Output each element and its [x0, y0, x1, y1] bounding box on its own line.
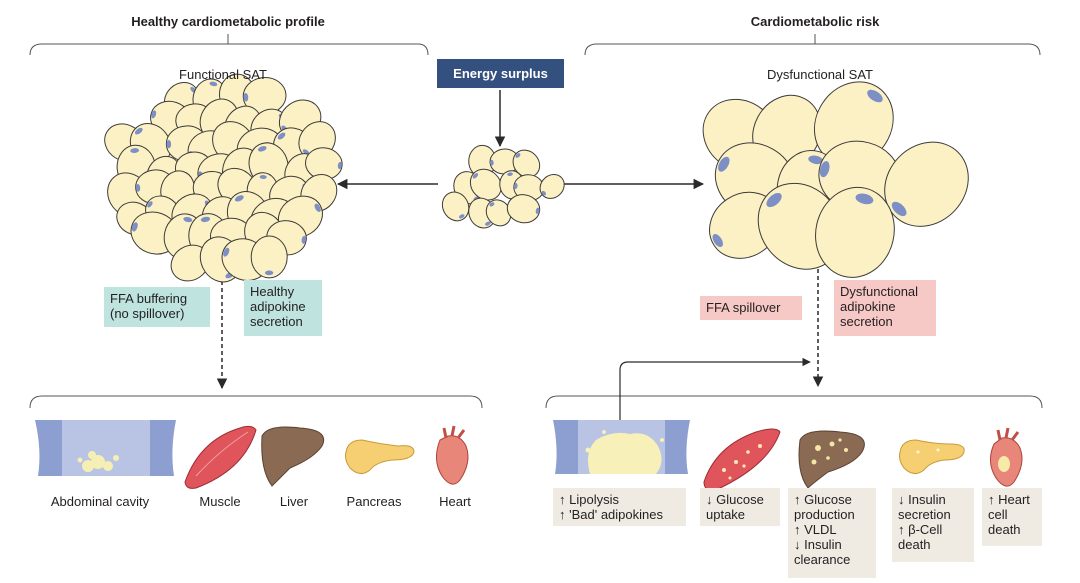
dysfunctional-secretion-line-1: Dysfunctional	[840, 284, 919, 299]
abdominal-effect-panel: ↑ Lipolysis ↑ 'Bad' adipokines	[553, 488, 686, 526]
adipocyte-cell	[884, 141, 969, 227]
healthy-secretion-callout: Healthy adipokine secretion	[244, 280, 322, 336]
adipocyte-cell	[815, 186, 895, 278]
liver-label: Liver	[279, 494, 309, 509]
pancreas-risk-icon	[899, 439, 965, 474]
dysfunctional-sat-label: Dysfunctional SAT	[767, 67, 873, 82]
heart-effect-line-3: death	[988, 522, 1021, 537]
left-organ-bracket	[29, 395, 483, 409]
functional-sat-label: Functional SAT	[179, 67, 267, 82]
abdominal-cavity-icon	[35, 420, 176, 476]
small-adipocyte-cluster	[441, 144, 565, 229]
feedback-arrow	[619, 357, 811, 468]
energy-surplus-box: Energy surplus	[437, 59, 564, 88]
heart-icon	[436, 425, 469, 485]
liver-effect-line-4: ↓ Insulin	[794, 537, 842, 552]
muscle-label: Muscle	[199, 494, 241, 509]
muscle-risk-icon	[703, 428, 781, 491]
pancreas-effect-line-2: secretion	[898, 507, 951, 522]
functional-sat-cluster	[104, 73, 343, 283]
left-header: Healthy cardiometabolic profile	[131, 14, 325, 29]
healthy-secretion-line-2: adipokine	[250, 299, 306, 314]
liver-effect-line-1: ↑ Glucose	[794, 492, 852, 507]
liver-effect-line-2: production	[794, 507, 855, 522]
dysfunctional-secretion-line-3: secretion	[840, 314, 893, 329]
pancreas-effect-line-1: ↓ Insulin	[898, 492, 946, 507]
liver-effect-line-5: clearance	[794, 552, 851, 567]
heart-risk-icon	[990, 427, 1023, 487]
adipocyte-cell	[506, 194, 541, 224]
muscle-effect-panel: ↓ Glucose uptake	[700, 488, 780, 526]
dysfunctional-sat-cluster	[702, 81, 969, 278]
liver-effect-panel: ↑ Glucose production ↑ VLDL ↓ Insulin cl…	[788, 488, 876, 578]
muscle-icon	[184, 425, 257, 489]
abdominal-effect-line-1: ↑ Lipolysis	[559, 492, 619, 507]
liver-icon	[261, 426, 325, 487]
right-header-bracket	[584, 34, 1041, 56]
pancreas-effect-line-3: ↑ β-Cell	[898, 522, 943, 537]
ffa-buffering-callout: FFA buffering (no spillover)	[104, 287, 210, 327]
ffa-spillover-callout: FFA spillover	[700, 296, 802, 320]
ffa-spillover-text: FFA spillover	[706, 300, 781, 315]
liver-risk-icon	[798, 430, 865, 489]
muscle-effect-line-1: ↓ Glucose	[706, 492, 764, 507]
heart-effect-line-2: cell	[988, 507, 1008, 522]
abdominal-effect-line-2: ↑ 'Bad' adipokines	[559, 507, 663, 522]
adipocyte-cell	[441, 191, 470, 222]
right-header: Cardiometabolic risk	[750, 14, 880, 29]
pancreas-label: Pancreas	[346, 494, 402, 509]
ffa-buffering-line-1: FFA buffering	[110, 291, 188, 306]
left-header-bracket	[29, 34, 429, 56]
muscle-effect-line-2: uptake	[706, 507, 746, 522]
heart-effect-line-1: ↑ Heart	[988, 492, 1030, 507]
dysfunctional-secretion-callout: Dysfunctional adipokine secretion	[834, 280, 936, 336]
abdominal-cavity-label: Abdominal cavity	[50, 494, 150, 509]
pancreas-icon	[345, 439, 415, 474]
adipocyte-cell	[485, 199, 512, 227]
ffa-buffering-line-2: (no spillover)	[110, 306, 185, 321]
adipocyte-cell	[539, 174, 565, 199]
liver-effect-line-3: ↑ VLDL	[794, 522, 837, 537]
adipocyte-cell	[469, 168, 502, 201]
healthy-secretion-line-3: secretion	[250, 314, 303, 329]
pancreas-effect-line-4: death	[898, 537, 931, 552]
dysfunctional-secretion-line-2: adipokine	[840, 299, 896, 314]
heart-effect-panel: ↑ Heart cell death	[982, 488, 1042, 546]
adipocyte-cell	[250, 235, 288, 279]
right-organ-bracket	[545, 395, 1043, 409]
heart-label: Heart	[439, 494, 471, 509]
pancreas-effect-panel: ↓ Insulin secretion ↑ β-Cell death	[892, 488, 974, 562]
healthy-secretion-line-1: Healthy	[250, 284, 295, 299]
abdominal-cavity-risk-icon	[553, 420, 690, 474]
